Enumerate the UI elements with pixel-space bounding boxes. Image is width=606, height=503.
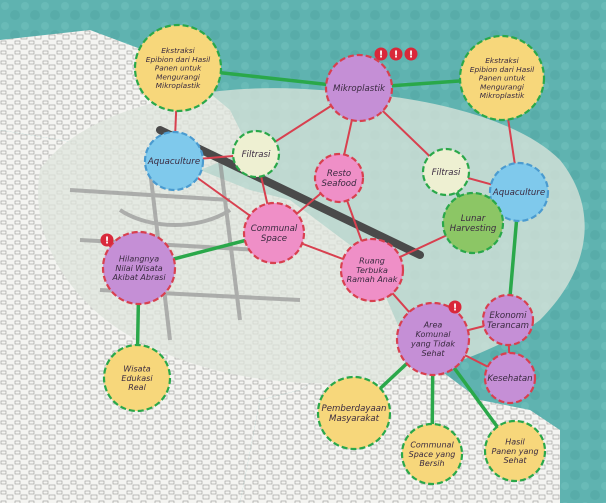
node-aquaculture-right[interactable]: Aquaculture [488, 161, 550, 223]
node-label-line: Space yang [409, 450, 456, 459]
node-circle [143, 130, 205, 192]
node-label-line: Mengurangi [480, 82, 525, 91]
node-circle [339, 237, 405, 303]
alert-icon: ! [404, 47, 418, 61]
node-label-line: Panen untuk [155, 64, 202, 73]
node-label-line: Panen untuk [479, 74, 526, 83]
node-label-line: Komunal [416, 330, 452, 339]
node-label-line: Ruang [359, 256, 385, 265]
node-label-line: Ramah Anak [347, 275, 398, 284]
node-label-line: Ekstraksi [161, 46, 195, 55]
node-circle [313, 152, 365, 204]
node-label-line: Panen yang [491, 447, 538, 456]
node-label-line: Ekstraksi [485, 56, 519, 65]
node-label-line: Nilai Wisata [115, 264, 162, 273]
node-label-line: Communal [251, 224, 298, 234]
node-label-line: Hilangnya [119, 254, 159, 263]
node-circle [133, 23, 223, 113]
node-circle [242, 201, 306, 265]
alerts-layer: !!!!! [100, 47, 462, 314]
alert-icon: ! [389, 47, 403, 61]
alert-icon: ! [448, 300, 462, 314]
node-label-line: Wisata [123, 364, 150, 373]
node-label-line: Bersih [419, 459, 444, 468]
node-circle [481, 293, 535, 347]
node-label-line: Edukasi [121, 374, 153, 383]
node-label-line: Communal [410, 440, 454, 449]
node-kesehatan[interactable]: Kesehatan [483, 351, 537, 405]
node-label-line: Terancam [487, 321, 529, 331]
node-label-line: Filtrasi [242, 150, 271, 160]
node-circle [101, 230, 177, 306]
node-label-line: Hasil [505, 437, 525, 446]
node-circle [458, 34, 546, 122]
node-circle [316, 375, 392, 451]
node-label-line: Ekonomi [489, 311, 527, 321]
node-filtrasi-right[interactable]: Filtrasi [421, 147, 471, 197]
node-label-line: Mikroplastik [333, 84, 386, 94]
node-label-line: Pemberdayaan [322, 404, 387, 414]
node-label-line: Epibion dari Hasil [470, 65, 535, 74]
svg-text:!: ! [453, 303, 458, 314]
node-circle [488, 161, 550, 223]
land-bottom [240, 330, 560, 503]
node-aquaculture-left[interactable]: Aquaculture [143, 130, 205, 192]
node-circle [400, 422, 464, 486]
node-label-line: Real [128, 383, 146, 392]
node-label-line: Resto [327, 169, 351, 179]
node-label-line: Aquaculture [147, 157, 200, 167]
node-label-line: Terbuka [356, 266, 388, 275]
node-label-line: Mikroplastik [480, 91, 525, 100]
node-label-line: Area [423, 321, 443, 330]
node-filtrasi-left[interactable]: Filtrasi [231, 129, 281, 179]
node-circle [324, 53, 394, 123]
node-circle [231, 129, 281, 179]
node-circle [395, 301, 471, 377]
node-label-line: Epibion dari Hasil [146, 55, 211, 64]
node-label-line: Sehat [503, 456, 527, 465]
node-circle [441, 191, 505, 255]
pier [156, 126, 424, 259]
node-label-line: Seafood [321, 179, 357, 189]
node-circle [421, 147, 471, 197]
alert-icon: ! [374, 47, 388, 61]
node-label-line: Lunar [461, 214, 486, 224]
node-label-line: Mikroplastik [156, 81, 201, 90]
svg-text:!: ! [379, 50, 384, 61]
node-label-line: Harvesting [450, 224, 497, 234]
node-label-line: Space [261, 234, 287, 244]
node-mikroplastik[interactable]: Mikroplastik [324, 53, 394, 123]
node-label-line: Masyarakat [329, 414, 380, 424]
node-label-line: Akibat Abrasi [111, 273, 166, 282]
svg-text:!: ! [394, 50, 399, 61]
node-label-line: Kesehatan [487, 374, 532, 384]
alert-icon: ! [100, 233, 114, 247]
node-label-line: Filtrasi [432, 168, 461, 178]
node-label-line: Mengurangi [156, 72, 201, 81]
svg-text:!: ! [105, 236, 110, 247]
node-label-line: Aquaculture [492, 188, 545, 198]
node-label-line: yang Tidak [410, 340, 455, 349]
node-circle [483, 351, 537, 405]
node-circle [483, 419, 547, 483]
svg-text:!: ! [409, 50, 414, 61]
node-label-line: Sehat [421, 349, 445, 358]
node-circle [102, 343, 172, 413]
